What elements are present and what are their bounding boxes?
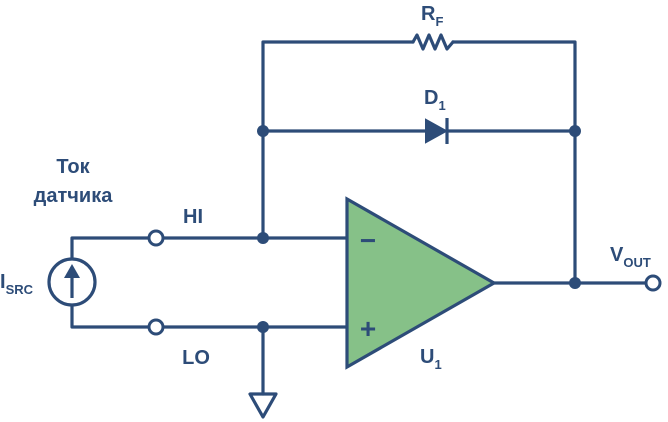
lo-terminal (147, 318, 165, 336)
sensor-current-label-line2: датчика (34, 185, 114, 207)
hi-label: HI (183, 206, 203, 228)
hi-terminal (147, 229, 165, 247)
opamp-u1-label: U1 (420, 346, 442, 372)
junction-nodes (257, 125, 581, 333)
current-source-isrc (47, 257, 97, 307)
terminals (147, 229, 662, 336)
inverting-input-sign: − (360, 225, 376, 256)
lo-label: LO (182, 347, 210, 369)
junction-node (569, 125, 581, 137)
resistor-rf-label: RF (421, 3, 443, 29)
hi-wire (70, 236, 350, 261)
opamp-u1: − + (345, 196, 498, 370)
sensor-current-label-line1: Ток (56, 156, 90, 178)
feedback-network (261, 33, 577, 285)
diode-d1-symbol (425, 118, 449, 144)
junction-node (257, 125, 269, 137)
noninverting-input-sign: + (360, 313, 376, 344)
arrow-up-icon (64, 264, 80, 278)
vout-label: VOUT (610, 244, 651, 270)
junction-node (257, 321, 269, 333)
junction-node (257, 232, 269, 244)
vout-terminal (644, 274, 662, 292)
feedback-resistor-wire (261, 40, 577, 285)
diode-d1-label: D1 (424, 87, 446, 113)
isrc-label: ISRC (0, 271, 34, 297)
ground-icon (248, 392, 278, 419)
lo-wire (70, 303, 350, 329)
junction-node (569, 277, 581, 289)
resistor-rf-symbol (411, 33, 455, 51)
